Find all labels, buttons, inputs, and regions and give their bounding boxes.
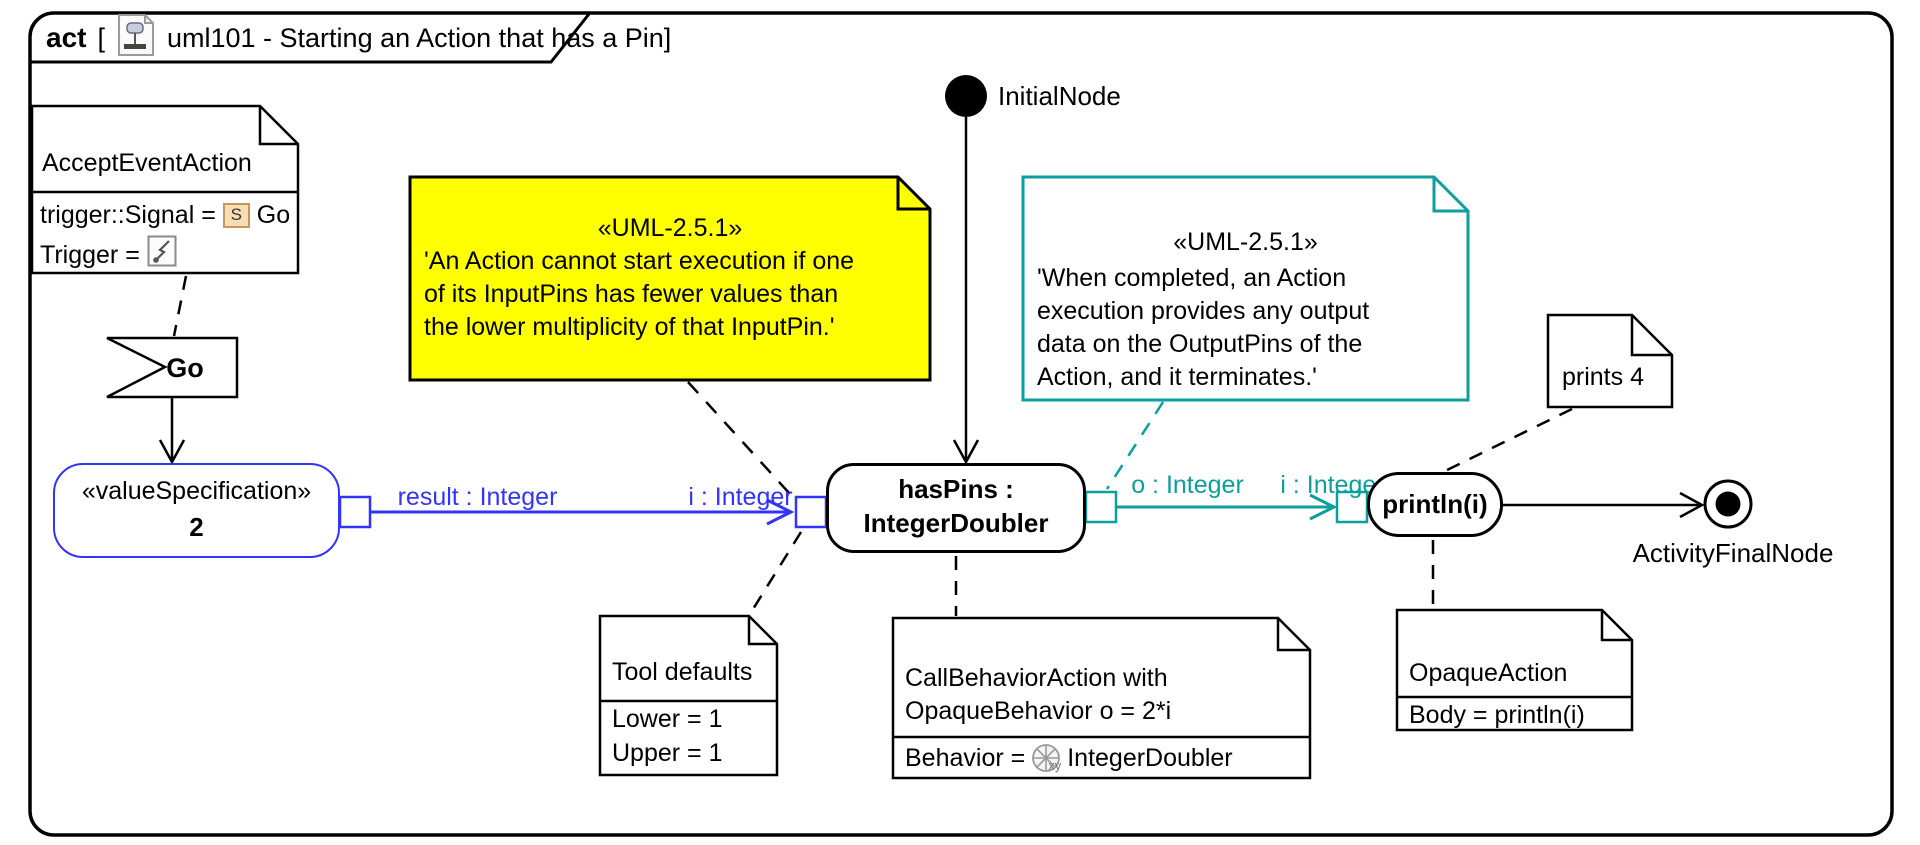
activity-diagram-icon: [116, 13, 156, 64]
output-object-flow-arrowhead-icon: [1309, 493, 1338, 521]
frame-header: act [ uml101 - Starting an Action that h…: [46, 13, 672, 59]
frame-title-tab: [31, 13, 591, 64]
println-input-pin[interactable]: [1335, 490, 1369, 524]
opaque-behavior-icon: xy: [1030, 742, 1062, 774]
println-to-final-arrowhead-icon: [1679, 491, 1705, 519]
println-action-label: println(i): [1382, 489, 1488, 519]
go-signal-label: Go: [166, 353, 204, 383]
prints-note-fold-icon: [1630, 315, 1672, 357]
uml-input-pin-rule-body: 'An Action cannot start execution if one…: [424, 247, 855, 341]
tool-defaults-note[interactable]: [598, 614, 779, 777]
value-specification-stereotype: «valueSpecification»: [81, 477, 312, 505]
activity-final-node-label: ActivityFinalNode: [1632, 538, 1834, 568]
call-behavior-line1: CallBehaviorAction with: [905, 664, 1168, 692]
uml-output-pin-rule-stereotype: «UML-2.5.1»: [1173, 228, 1318, 256]
behavior-label: Behavior =: [905, 744, 1026, 772]
trigger-lightning-icon: [147, 235, 177, 274]
call-behavior-behavior-row: Behavior = xy IntegerDoubler: [905, 742, 1233, 774]
uml-output-pin-rule-body: 'When completed, an Action execution pro…: [1037, 264, 1370, 391]
haspins-input-pin[interactable]: [794, 495, 828, 529]
accept-event-trigger-row: Trigger =: [40, 235, 177, 274]
uml-input-pin-rule-note[interactable]: [408, 175, 932, 382]
opaque-action-note-fold-icon: [1600, 610, 1632, 642]
signal-icon: S: [222, 202, 250, 228]
initial-node-label: InitialNode: [998, 81, 1121, 111]
uml-input-pin-rule-stereotype: «UML-2.5.1»: [597, 214, 743, 242]
tool-defaults-anchor-line: [748, 531, 803, 615]
haspins-name-line1: hasPins :: [898, 474, 1014, 504]
uml-output-pin-rule-note-fold-icon: [1432, 177, 1468, 213]
frame-keyword: act: [46, 22, 87, 54]
haspins-name-line2: IntegerDoubler: [863, 508, 1049, 538]
haspins-action[interactable]: [826, 463, 1086, 553]
trigger-label: Trigger =: [40, 240, 140, 269]
haspins-input-pin-label: i : Integer: [688, 483, 793, 511]
accept-event-trigger-signal-row: trigger::Signal = S Go: [40, 200, 290, 230]
behavior-value: IntegerDoubler: [1067, 744, 1233, 772]
haspins-output-pin[interactable]: [1084, 490, 1118, 524]
println-action[interactable]: [1367, 472, 1503, 537]
opaque-action-body: Body = println(i): [1409, 701, 1585, 729]
uml-output-pin-rule-note[interactable]: [1021, 175, 1470, 402]
tool-defaults-note-fold-icon: [747, 616, 777, 646]
accept-event-anchor-line: [172, 275, 188, 337]
accept-event-note-title: AcceptEventAction: [42, 149, 252, 177]
uml-input-pin-rule-note-fold-icon: [896, 177, 930, 211]
initial-node[interactable]: [945, 75, 987, 117]
prints-note[interactable]: [1546, 313, 1674, 409]
opaque-behavior-icon-label: xy: [1048, 758, 1062, 774]
tool-defaults-title: Tool defaults: [612, 658, 753, 686]
result-pin-label: result : Integer: [397, 483, 558, 511]
opaque-action-title: OpaqueAction: [1409, 659, 1568, 687]
go-to-valuespec-arrowhead-icon: [158, 439, 186, 465]
activity-final-node-core-icon: [1715, 491, 1741, 517]
value-specification-value: 2: [189, 512, 204, 542]
uml-output-pin-rule-anchor-line: [1105, 401, 1165, 490]
call-behavior-note-fold-icon: [1276, 618, 1310, 652]
accept-event-note[interactable]: [30, 104, 300, 275]
valuespec-result-pin[interactable]: [338, 495, 372, 529]
prints-note-text: prints 4: [1562, 363, 1644, 391]
value-specification-action[interactable]: [53, 463, 340, 558]
result-object-flow-arrowhead-icon: [766, 498, 795, 526]
trigger-signal-label: trigger::Signal =: [40, 201, 216, 229]
tool-defaults-row-lower: Lower = 1: [612, 705, 723, 733]
initial-to-haspins-arrowhead-icon: [952, 439, 980, 465]
trigger-signal-value: Go: [256, 201, 291, 229]
call-behavior-line2: OpaqueBehavior o = 2*i: [905, 697, 1172, 725]
frame-diagram-name: uml101 - Starting an Action that has a P…: [166, 22, 672, 53]
frame-open-bracket: [: [97, 22, 105, 53]
haspins-output-pin-label: o : Integer: [1131, 471, 1244, 499]
opaque-action-note[interactable]: [1395, 608, 1634, 732]
accept-event-note-fold-icon: [258, 106, 298, 146]
tool-defaults-row-upper: Upper = 1: [612, 739, 723, 767]
